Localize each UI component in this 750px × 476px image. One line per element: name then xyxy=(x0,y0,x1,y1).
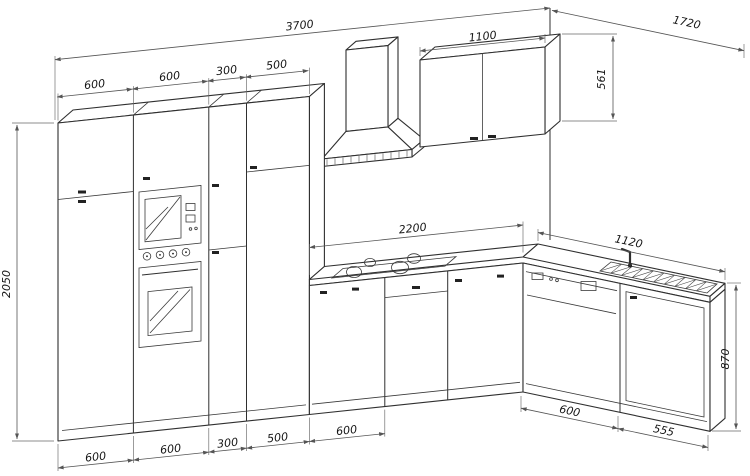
dishwasher-panel xyxy=(580,281,597,291)
dishwasher xyxy=(525,271,618,315)
cooktop-burner xyxy=(391,260,409,275)
oven-handle xyxy=(141,268,199,276)
oven xyxy=(138,261,202,348)
tall4-handle xyxy=(250,166,257,169)
sink-cabinet xyxy=(625,291,705,418)
oven-knobs xyxy=(142,247,191,261)
microwave-window xyxy=(144,195,182,243)
base-door-handle xyxy=(497,274,504,278)
cooktop-burner xyxy=(407,253,421,264)
wall-cabinet-handle xyxy=(488,135,496,138)
dim-top-600a: 600 xyxy=(84,77,106,92)
microwave xyxy=(138,177,202,250)
wall-cabinet xyxy=(419,33,561,148)
dim-bottom-600b: 600 xyxy=(160,442,182,457)
tall2-door-handle xyxy=(143,177,150,180)
narrow-unit-handle xyxy=(212,251,219,254)
dim-top-300: 300 xyxy=(216,63,238,78)
dim-bottom-600c: 600 xyxy=(336,423,358,438)
hood-grille xyxy=(326,150,408,166)
oven-window xyxy=(147,286,193,337)
dim-top-600b: 600 xyxy=(159,69,181,84)
dim-wall-cabinet-width: 1100 xyxy=(468,29,497,45)
dim-tall-height: 2050 xyxy=(0,270,13,298)
dim-bottom-600a: 600 xyxy=(85,449,107,464)
dim-right-wall: 1720 xyxy=(672,13,702,32)
base-door-handle xyxy=(320,291,327,294)
dim-bottom-right-600: 600 xyxy=(558,403,581,420)
dim-bottom-500: 500 xyxy=(267,430,289,445)
tall1-lower-handle xyxy=(78,200,86,203)
dimensions: 3700 1720 600 600 300 500 1100 561 205 xyxy=(0,6,745,471)
base-cabinets xyxy=(308,262,524,416)
dim-base-height: 870 xyxy=(719,349,732,370)
cooktop-burner xyxy=(346,265,362,278)
right-base-cabinets xyxy=(522,262,726,432)
base-drawer-handle xyxy=(412,286,420,289)
wall-cabinet-handle xyxy=(470,137,478,140)
dim-worktop-run: 2200 xyxy=(398,221,427,237)
tall-cabinets xyxy=(57,82,325,442)
dim-top-500: 500 xyxy=(266,57,288,72)
tall1-upper-handle xyxy=(78,190,86,194)
dim-wall-cabinet-height: 561 xyxy=(595,69,608,90)
dim-total-run: 3700 xyxy=(285,18,314,34)
dishwasher-display xyxy=(531,272,544,280)
dim-right-worktop-run: 1120 xyxy=(614,232,644,251)
microwave-button xyxy=(185,203,196,211)
cooktop xyxy=(330,253,458,279)
dim-bottom-300: 300 xyxy=(217,436,239,451)
microwave-button xyxy=(185,214,196,223)
cooktop-burner xyxy=(364,257,376,267)
narrow-unit-handle xyxy=(212,184,219,187)
sink-cabinet-handle xyxy=(630,296,637,299)
extractor-hood xyxy=(321,36,425,168)
base-door-handle xyxy=(455,279,462,282)
dim-bottom-right-555: 555 xyxy=(652,422,675,439)
base-door-handle xyxy=(352,287,359,291)
